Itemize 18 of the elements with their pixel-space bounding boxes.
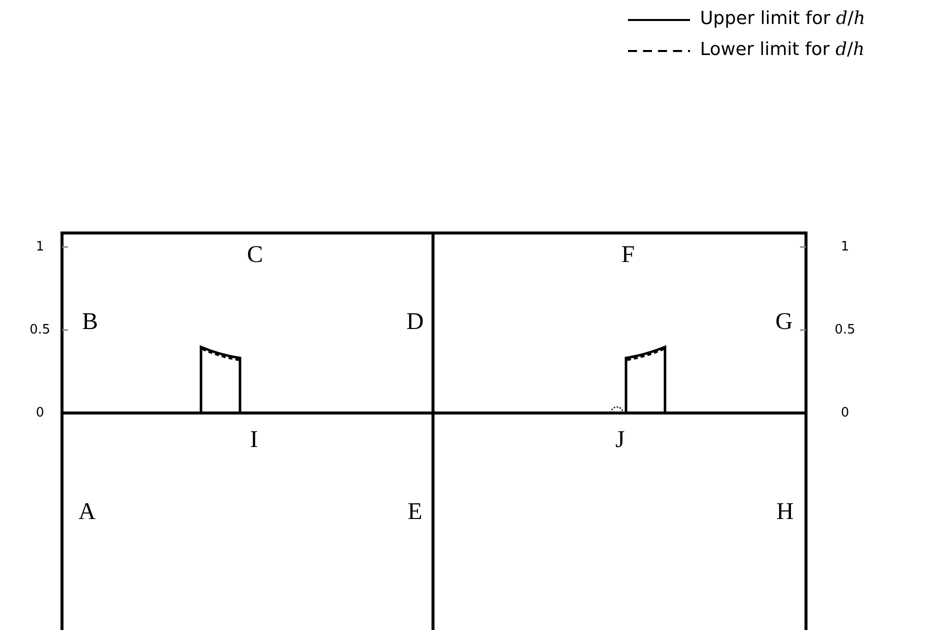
axis-tick-label: 0.5 <box>834 324 856 336</box>
axis-tick-label: 1 <box>36 240 44 254</box>
region-letter: F <box>621 243 635 267</box>
legend-text: Lower limit for d/h <box>700 41 865 59</box>
region-letter: G <box>775 310 793 334</box>
region-letter: C <box>247 243 263 267</box>
region-letter: D <box>406 310 424 334</box>
axis-tick-label: 0 <box>840 406 850 420</box>
axis-tick-label: 1 <box>840 240 850 254</box>
region-letter: A <box>78 500 96 524</box>
region-letter: B <box>82 310 98 334</box>
axis-tick-label: 0 <box>36 406 44 420</box>
region-letter: I <box>250 428 258 452</box>
legend-text: Upper limit for d/h <box>700 10 866 28</box>
axis-tick-label: 0.5 <box>30 324 50 336</box>
region-letter: E <box>408 500 422 524</box>
region-letter: J <box>615 428 625 452</box>
region-letter: H <box>776 500 794 524</box>
